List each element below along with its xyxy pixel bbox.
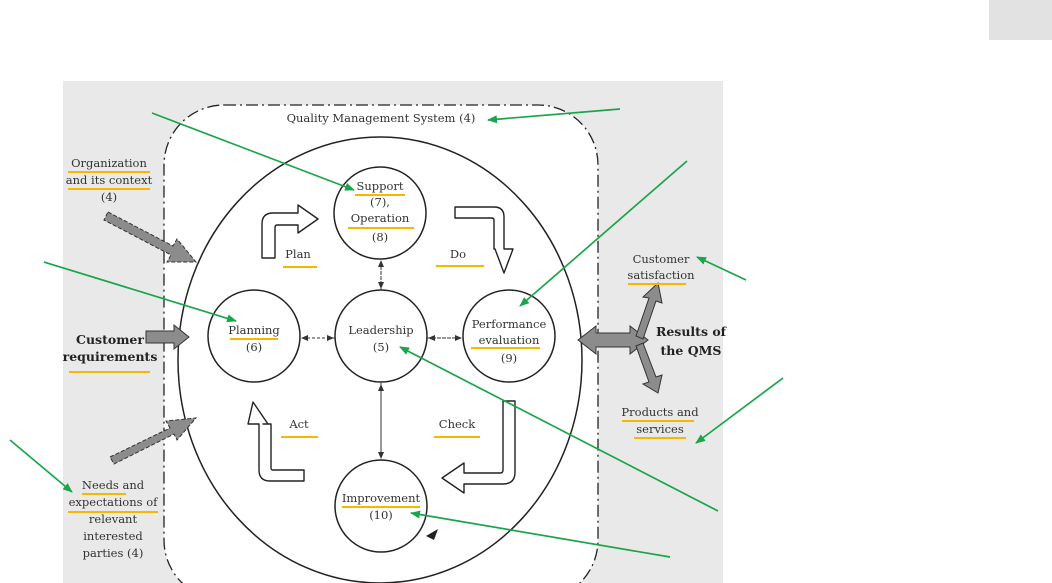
svg-text:Performance: Performance — [472, 317, 547, 331]
svg-text:(7),: (7), — [370, 195, 390, 209]
check-label: Check — [439, 417, 476, 431]
act-cycle-arrow — [247, 401, 305, 482]
customer-requirements-arrow — [145, 323, 190, 351]
products-label: Products and services — [621, 405, 699, 436]
svg-text:Improvement: Improvement — [342, 491, 421, 505]
improvement-arrow-tip — [426, 529, 438, 540]
results-output-arrow — [577, 324, 649, 356]
support-operation-circle — [333, 166, 427, 260]
svg-text:the QMS: the QMS — [661, 343, 722, 358]
svg-text:(4): (4) — [101, 190, 117, 204]
needs-label: Needs and expectations of relevant inter… — [69, 478, 158, 560]
svg-text:Planning: Planning — [228, 323, 280, 337]
satisfaction-branch-arrow — [635, 282, 663, 340]
highlight-underlines — [68, 171, 694, 513]
svg-text:parties (4): parties (4) — [83, 546, 144, 560]
products-branch-arrow — [635, 342, 663, 394]
leadership-label: Leadership (5) — [348, 323, 413, 354]
svg-text:(8): (8) — [372, 230, 388, 244]
needs-input-arrow — [109, 417, 198, 465]
svg-text:interested: interested — [83, 529, 143, 543]
organization-label: Organization and its context (4) — [66, 156, 153, 204]
svg-text:expectations of: expectations of — [69, 495, 158, 509]
qms-title: Quality Management System (4) — [287, 111, 476, 125]
performance-label: Performance evaluation (9) — [472, 317, 547, 365]
svg-text:Products and: Products and — [621, 405, 699, 419]
support-operation-label: Support (7), Operation (8) — [351, 179, 410, 244]
svg-text:Needs and: Needs and — [82, 478, 145, 492]
svg-text:Results of: Results of — [656, 324, 728, 339]
performance-circle — [462, 289, 556, 383]
svg-text:relevant: relevant — [89, 512, 138, 526]
svg-text:(5): (5) — [373, 340, 389, 354]
svg-text:services: services — [636, 422, 684, 436]
svg-text:and its context: and its context — [66, 173, 153, 187]
plan-cycle-arrow — [261, 204, 319, 259]
svg-text:Leadership: Leadership — [348, 323, 413, 337]
customer-requirements-label: Customer requirements — [63, 332, 158, 364]
svg-text:(6): (6) — [246, 340, 262, 354]
svg-text:Customer: Customer — [76, 332, 144, 347]
do-label: Do — [450, 247, 466, 261]
annotation-arrows — [9, 108, 784, 558]
planning-label: Planning (6) — [228, 323, 280, 354]
customer-satisfaction-label: Customer satisfaction — [627, 252, 695, 282]
leadership-connectors — [301, 260, 462, 459]
corner-box — [989, 0, 1052, 40]
improvement-label: Improvement (10) — [342, 491, 421, 522]
act-label: Act — [288, 417, 309, 431]
svg-text:Organization: Organization — [71, 156, 147, 170]
svg-text:(9): (9) — [501, 351, 517, 365]
plan-label: Plan — [285, 247, 311, 261]
planning-circle — [207, 289, 301, 383]
svg-text:(10): (10) — [369, 508, 393, 522]
results-label: Results of the QMS — [656, 324, 728, 358]
check-cycle-arrow — [441, 400, 516, 494]
svg-text:Operation: Operation — [351, 211, 410, 225]
svg-text:requirements: requirements — [63, 349, 158, 364]
svg-text:evaluation: evaluation — [479, 333, 540, 347]
organization-input-arrow — [103, 211, 198, 263]
svg-text:Support: Support — [356, 179, 403, 193]
svg-text:Customer: Customer — [633, 252, 690, 266]
do-cycle-arrow — [454, 206, 514, 274]
svg-text:satisfaction: satisfaction — [627, 268, 695, 282]
